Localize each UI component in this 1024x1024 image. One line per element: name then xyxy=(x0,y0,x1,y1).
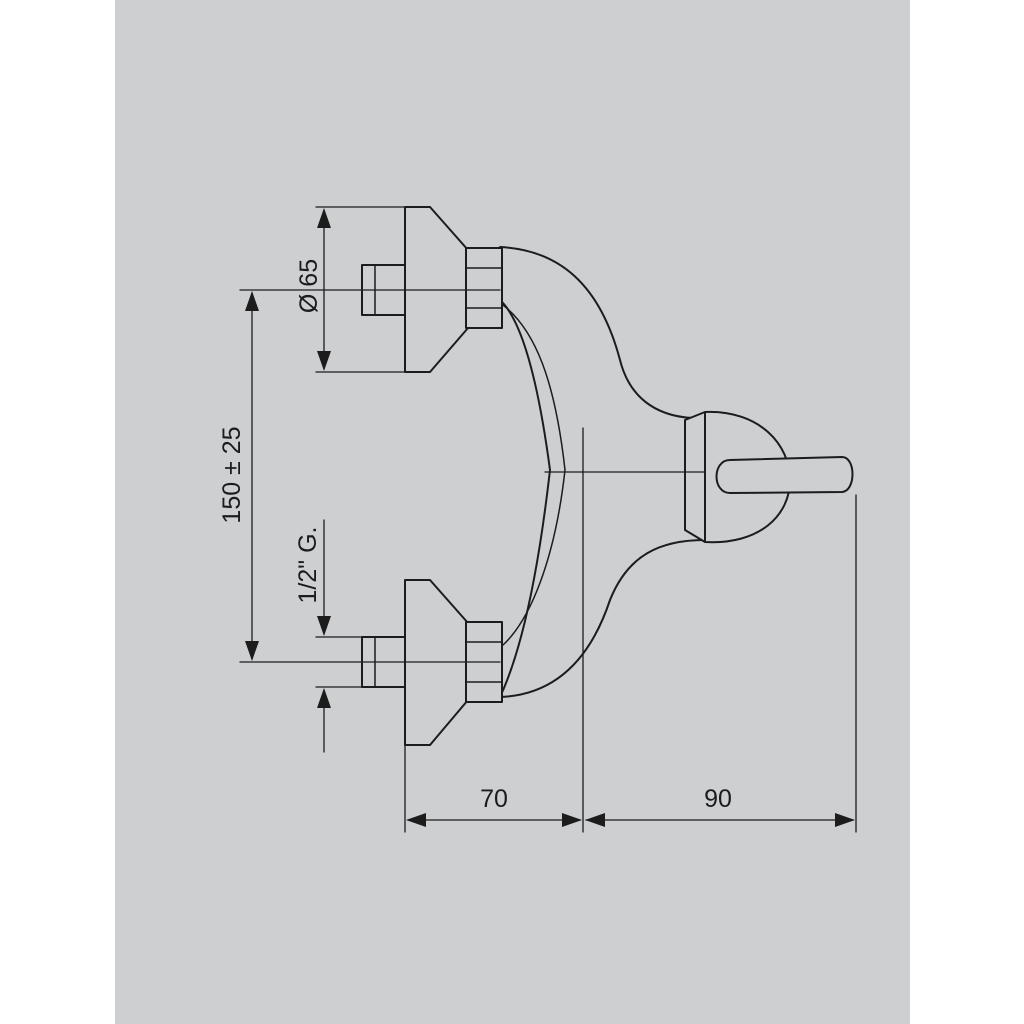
arrowhead xyxy=(585,813,605,827)
arrowhead xyxy=(245,291,259,311)
arrowhead xyxy=(835,813,855,827)
arrowhead xyxy=(317,616,331,636)
arrowhead xyxy=(317,351,331,371)
top-nut xyxy=(465,247,503,329)
arrowhead xyxy=(317,208,331,228)
mixer-body-inner-contour xyxy=(502,304,566,646)
lever-handle xyxy=(715,456,854,494)
arrowhead xyxy=(317,688,331,708)
dim-label-inlet-spacing: 150 ± 25 xyxy=(218,426,246,523)
dim-label-depth: 70 xyxy=(480,785,508,813)
arrowhead xyxy=(245,641,259,661)
arrowhead xyxy=(562,813,582,827)
dim-label-thread-size: 1/2" G. xyxy=(294,527,322,604)
arrowhead xyxy=(406,813,426,827)
lever-cap-collar xyxy=(684,411,706,543)
dim-label-flange-diameter: Ø 65 xyxy=(295,259,323,313)
dim-label-reach: 90 xyxy=(704,785,732,813)
